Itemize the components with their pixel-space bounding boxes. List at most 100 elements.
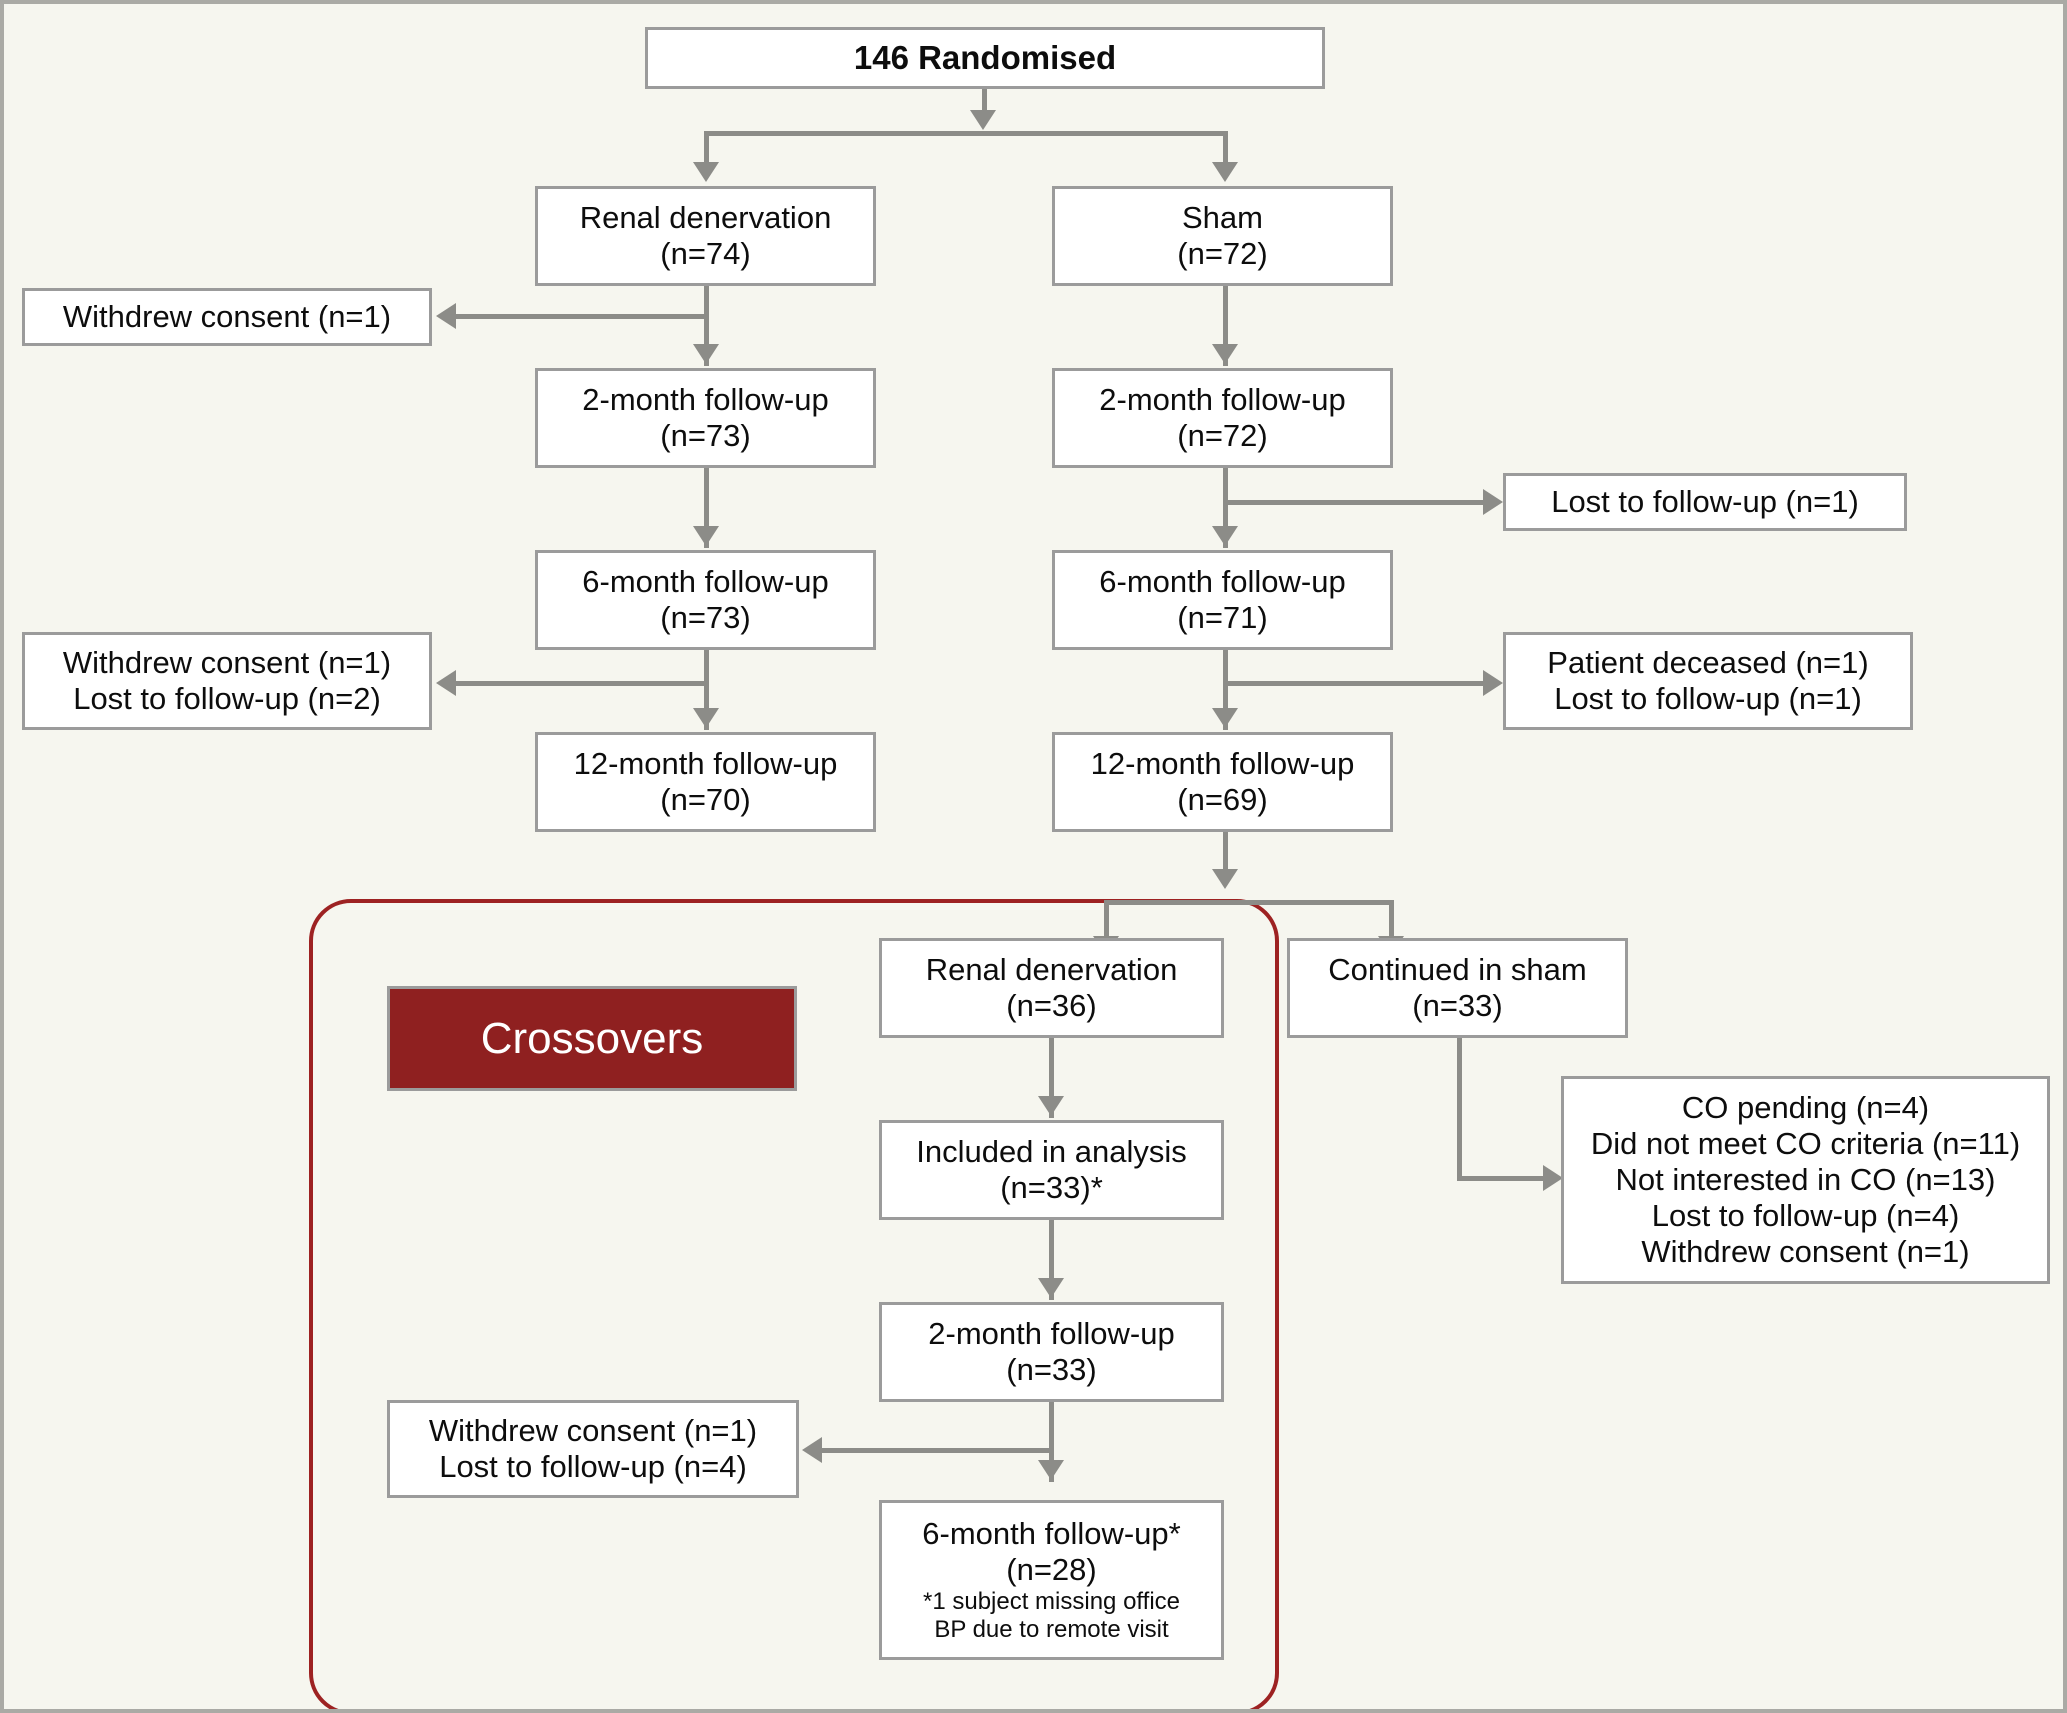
node-rdn-losses-line1: Withdrew consent (n=1): [62, 645, 392, 681]
connector-sham-arm-to-2m: [1223, 286, 1228, 366]
connector-rdn-2m-to-6m: [704, 468, 709, 548]
node-co-included-line2: (n=33)*: [1000, 1170, 1103, 1205]
node-co-reasons-line2: Did not meet CO criteria (n=11): [1590, 1126, 2021, 1162]
node-co-rdn-line2: (n=36): [1006, 988, 1097, 1023]
arrowhead-rdn-2m-to-6m: [693, 526, 719, 546]
connector-rdn-loss-branch: [456, 681, 707, 686]
connector-split-left-drop: [704, 131, 709, 165]
node-crossover-6month: 6-month follow-up* (n=28) *1 subject mis…: [879, 1500, 1224, 1660]
connector-sham-2m-to-6m: [1223, 468, 1228, 548]
node-sham-6month: 6-month follow-up (n=71): [1052, 550, 1393, 650]
connector-sham-6m-to-12m: [1223, 650, 1228, 730]
node-rdn-arm-line2: (n=74): [660, 236, 751, 271]
node-co-included-line1: Included in analysis: [916, 1134, 1187, 1170]
connector-co-2m-to-6m: [1049, 1402, 1054, 1482]
arrowhead-co-2m-to-6m: [1038, 1460, 1064, 1480]
node-co-reasons-line5: Withdrew consent (n=1): [1641, 1233, 1970, 1269]
node-sham-arm-line2: (n=72): [1177, 236, 1268, 271]
connector-co-losses-branch: [822, 1448, 1052, 1453]
arrowhead-sham-arm-to-2m: [1212, 344, 1238, 364]
node-co-reasons-line1: CO pending (n=4): [1681, 1090, 1930, 1126]
connector-sham-lost-branch: [1223, 500, 1485, 505]
node-co-sham-line2: (n=33): [1412, 988, 1503, 1023]
arrowhead-randomised-stem: [970, 110, 996, 130]
node-crossover-reasons: CO pending (n=4) Did not meet CO criteri…: [1561, 1076, 2050, 1284]
arrowhead-co-losses: [802, 1437, 822, 1463]
node-sham-lost-line1: Lost to follow-up (n=1): [1551, 484, 1859, 520]
arrowhead-sham-6m-to-12m: [1212, 708, 1238, 728]
node-randomised: 146 Randomised: [645, 27, 1325, 89]
connector-sham-12m-stem: [1223, 832, 1228, 874]
node-randomised-line1: 146 Randomised: [853, 38, 1117, 76]
node-co-6m-note2: BP due to remote visit: [934, 1615, 1169, 1643]
connector-split-right-drop: [1223, 131, 1228, 165]
node-rdn-2month: 2-month follow-up (n=73): [535, 368, 876, 468]
node-sham-2m-line1: 2-month follow-up: [1099, 382, 1346, 418]
arrowhead-split-right: [1212, 162, 1238, 182]
arrowhead-sham-lost: [1483, 489, 1503, 515]
node-sham-12m-line2: (n=69): [1177, 782, 1268, 817]
node-co-6m-line2: (n=28): [1006, 1552, 1097, 1588]
node-included-in-analysis: Included in analysis (n=33)*: [879, 1120, 1224, 1220]
node-co-reasons-line3: Not interested in CO (n=13): [1615, 1162, 1996, 1198]
node-sham-lost-followup: Lost to follow-up (n=1): [1503, 473, 1907, 531]
node-co-rdn-line1: Renal denervation: [925, 952, 1178, 988]
connector-randomised-stem: [982, 89, 987, 113]
node-rdn-losses-12m: Withdrew consent (n=1) Lost to follow-up…: [22, 632, 432, 730]
node-renal-denervation-arm: Renal denervation (n=74): [535, 186, 876, 286]
node-sham-arm: Sham (n=72): [1052, 186, 1393, 286]
node-rdn-12m-line1: 12-month follow-up: [573, 746, 838, 782]
node-sham-losses-line2: Lost to follow-up (n=1): [1554, 681, 1862, 716]
connector-rdn-6m-to-12m: [704, 650, 709, 730]
node-rdn-6m-line2: (n=73): [660, 600, 751, 635]
arrowhead-sham-loss: [1483, 670, 1503, 696]
node-co-reasons-line4: Lost to follow-up (n=4): [1651, 1197, 1960, 1233]
node-sham-6m-line2: (n=71): [1177, 600, 1268, 635]
node-rdn-2m-line2: (n=73): [660, 418, 751, 453]
connector-split-bar-top: [704, 131, 1228, 136]
connector-included-to-2m: [1049, 1220, 1054, 1300]
connector-crossover-left-drop: [1104, 900, 1109, 940]
node-sham-2month: 2-month follow-up (n=72): [1052, 368, 1393, 468]
arrowhead-split-left: [693, 162, 719, 182]
node-crossover-losses: Withdrew consent (n=1) Lost to follow-up…: [387, 1400, 799, 1498]
node-continued-in-sham: Continued in sham (n=33): [1287, 938, 1628, 1038]
node-co-6m-line1: 6-month follow-up*: [922, 1516, 1181, 1552]
node-rdn-losses-line2: Lost to follow-up (n=2): [73, 681, 381, 716]
crossovers-banner-label: Crossovers: [480, 1013, 704, 1063]
node-co-losses-line1: Withdrew consent (n=1): [428, 1413, 758, 1449]
node-co-losses-line2: Lost to follow-up (n=4): [439, 1449, 747, 1484]
crossovers-banner: Crossovers: [387, 986, 797, 1091]
arrowhead-rdn-withdrew: [436, 303, 456, 329]
node-co-sham-line1: Continued in sham: [1328, 952, 1587, 988]
node-co-6m-note1: *1 subject missing office: [922, 1588, 1180, 1616]
connector-crossover-right-drop: [1389, 900, 1394, 940]
node-rdn-2m-line1: 2-month follow-up: [582, 382, 829, 418]
node-co-2m-line1: 2-month follow-up: [928, 1316, 1175, 1352]
connector-rdn-withdrew-branch: [456, 314, 707, 319]
connector-sham-reasons-drop: [1457, 1038, 1462, 1180]
arrowhead-rdn-loss: [436, 670, 456, 696]
node-sham-12month: 12-month follow-up (n=69): [1052, 732, 1393, 832]
arrowhead-sham-reasons: [1543, 1165, 1563, 1191]
connector-sham-reasons-run: [1457, 1176, 1545, 1181]
arrowhead-sham-12m-stem: [1212, 869, 1238, 889]
node-sham-12m-line1: 12-month follow-up: [1090, 746, 1355, 782]
connector-sham-loss-branch: [1223, 681, 1485, 686]
arrowhead-sham-2m-to-6m: [1212, 526, 1238, 546]
node-rdn-arm-line1: Renal denervation: [579, 200, 832, 236]
node-sham-arm-line1: Sham: [1182, 200, 1263, 236]
node-rdn-withdrew-consent: Withdrew consent (n=1): [22, 288, 432, 346]
connector-crossover-split-bar: [1104, 900, 1394, 905]
node-sham-losses-12m: Patient deceased (n=1) Lost to follow-up…: [1503, 632, 1913, 730]
connector-co-rdn-to-included: [1049, 1038, 1054, 1118]
node-rdn-12m-line2: (n=70): [660, 782, 751, 817]
crossovers-region-outline: [309, 899, 1279, 1709]
arrowhead-included-to-2m: [1038, 1278, 1064, 1298]
arrowhead-rdn-arm-to-2m: [693, 344, 719, 364]
node-sham-6m-line1: 6-month follow-up: [1099, 564, 1346, 600]
node-sham-2m-line2: (n=72): [1177, 418, 1268, 453]
node-rdn-withdrew-line1: Withdrew consent (n=1): [62, 299, 392, 335]
node-co-2m-line2: (n=33): [1006, 1352, 1097, 1387]
